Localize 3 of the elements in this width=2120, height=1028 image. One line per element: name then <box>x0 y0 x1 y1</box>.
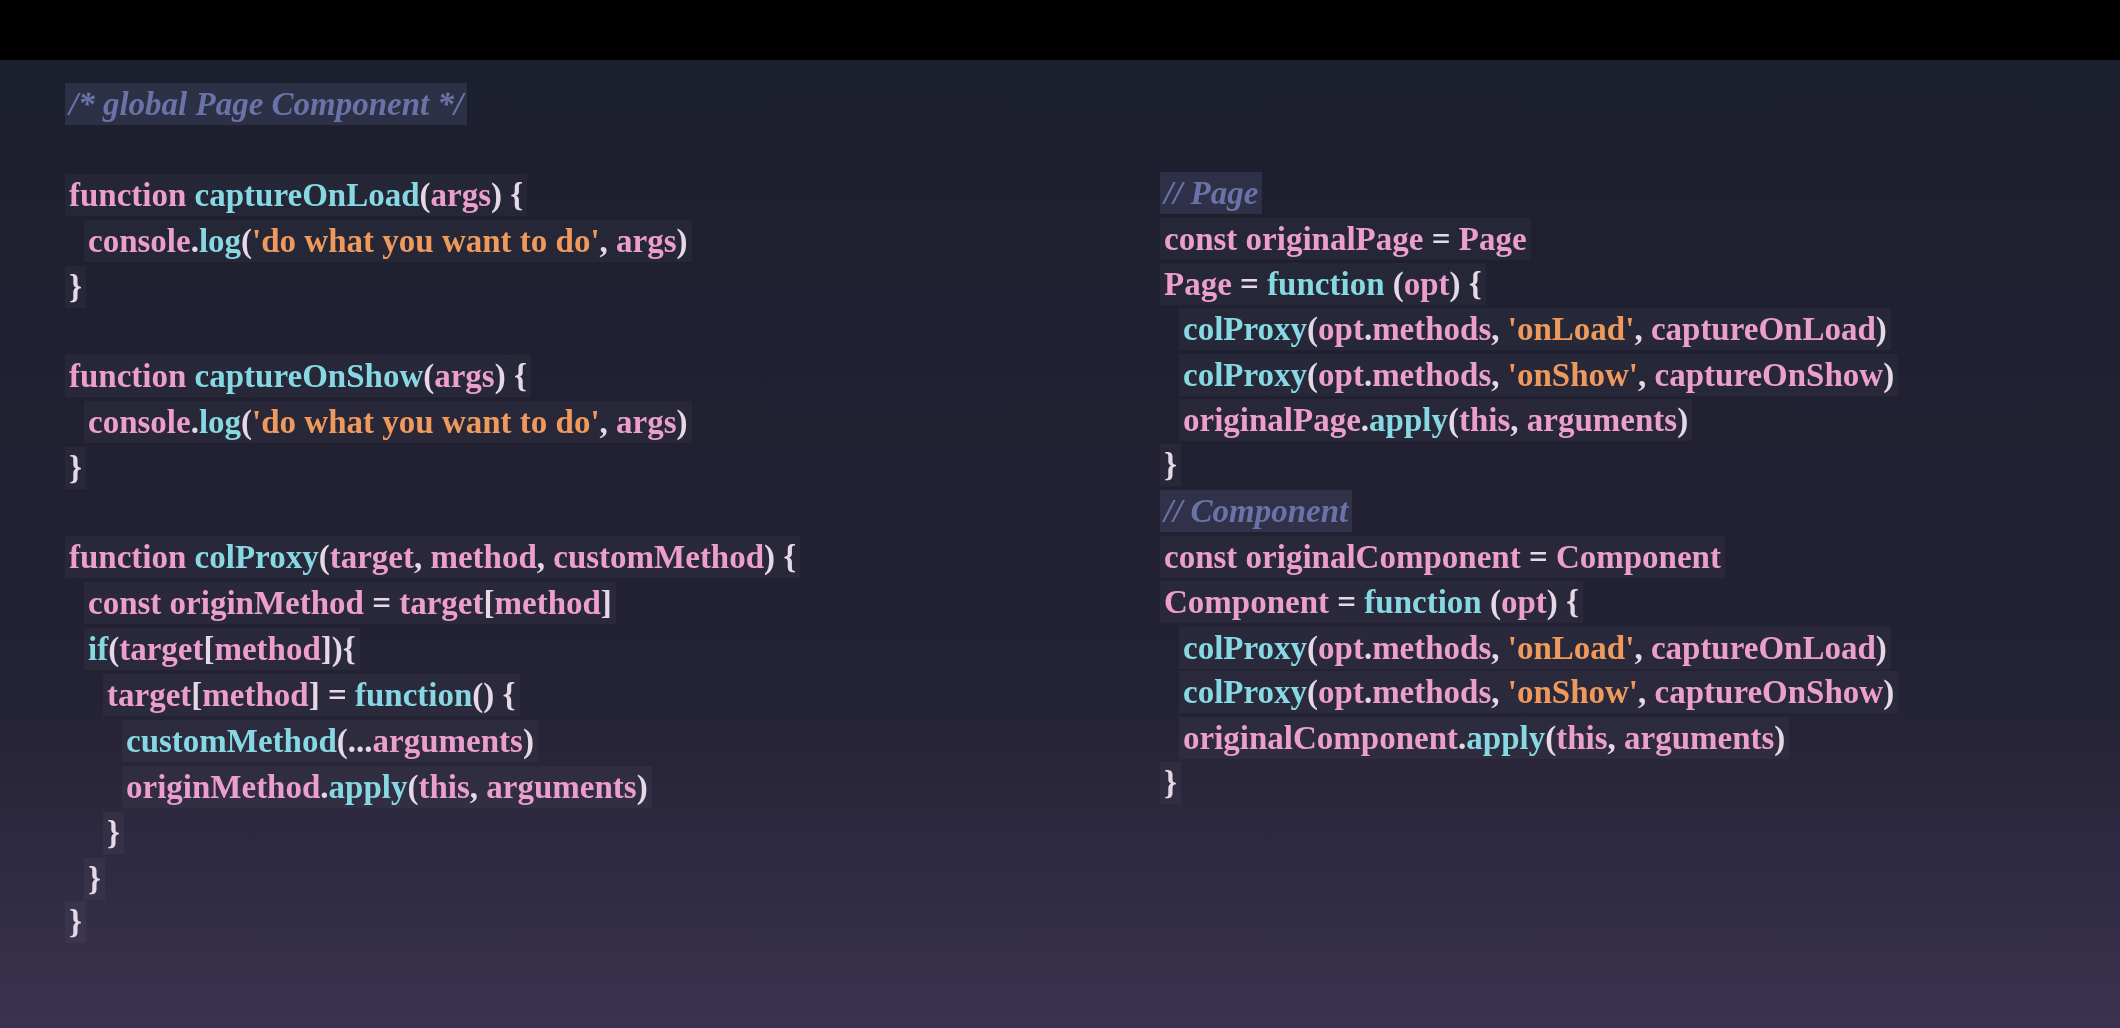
code-comment: // Page <box>1160 172 1263 214</box>
code-comment: // Component <box>1160 490 1353 532</box>
code-comment: /* global Page Component */ <box>65 83 468 125</box>
